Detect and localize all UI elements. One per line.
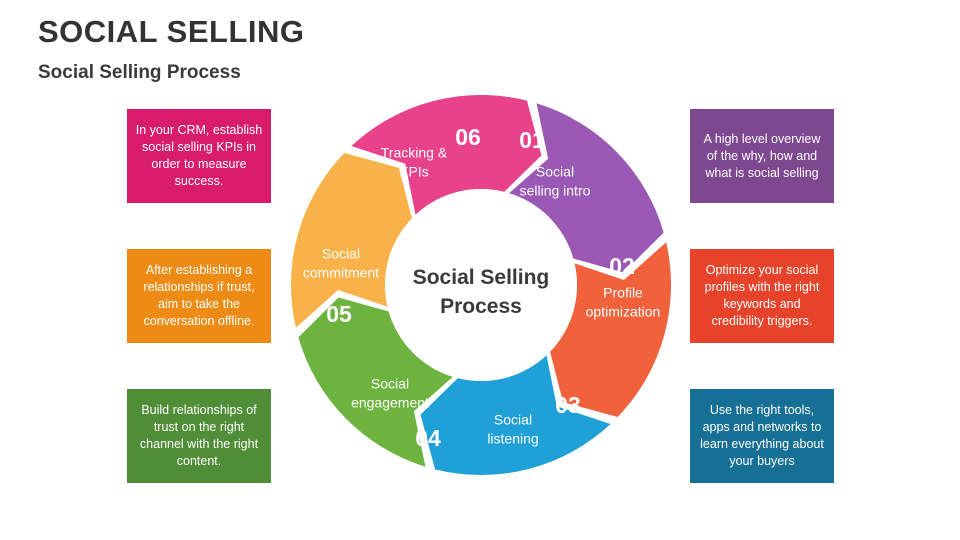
description-box-05: After establishing a relationships if tr… [127,249,271,343]
segment-03 [420,355,611,476]
description-text: After establishing a relationships if tr… [143,263,255,328]
page-title: SOCIAL SELLING [38,14,305,49]
description-text: Build relationships of trust on the righ… [139,403,259,468]
segment-04-label-line: Social [371,376,409,392]
description-text: Optimize your social profiles with the r… [704,263,820,328]
segment-02-number: 02 [609,253,635,279]
segment-04-label-line: engagement [351,395,429,411]
cycle-segments [291,94,672,476]
segment-05 [291,153,412,328]
segment-04 [298,297,453,467]
description-box-01: A high level overview of the why, how an… [690,109,834,203]
description-text: Use the right tools, apps and networks t… [700,403,824,468]
segment-06-label-line: Tracking & [381,145,448,161]
description-box-03: Use the right tools, apps and networks t… [690,389,834,483]
description-text: A high level overview of the why, how an… [703,131,821,180]
description-box-04: Build relationships of trust on the righ… [127,389,271,483]
segment-03-number: 03 [555,392,581,418]
segment-04-number: 04 [415,425,441,451]
center-title-line-2: Process [440,295,522,318]
segment-01-number: 01 [519,127,545,153]
description-box-02: Optimize your social profiles with the r… [690,249,834,343]
segment-03-label-line: Social [494,412,532,428]
segment-06-label-line: KPIs [399,164,429,180]
page-subtitle: Social Selling Process [38,62,241,83]
description-text: In your CRM, establish social selling KP… [135,123,263,188]
center-circle [385,189,577,381]
segment-01 [509,103,664,273]
segment-06 [351,94,542,215]
center-title-line-1: Social Selling [413,266,550,289]
segment-01-label-line: Social [536,164,574,180]
segment-03-label-line: listening [487,431,538,447]
description-box-06: In your CRM, establish social selling KP… [127,109,271,203]
segment-02 [550,242,672,417]
segment-05-label-line: Social [322,246,360,262]
segment-05-number: 05 [326,301,352,327]
segment-02-label-line: Profile [603,285,643,301]
segment-05-label-line: commitment [303,265,379,281]
segment-01-label-line: selling intro [520,183,591,199]
segment-02-label-line: optimization [586,304,661,320]
segment-06-number: 06 [455,124,481,150]
